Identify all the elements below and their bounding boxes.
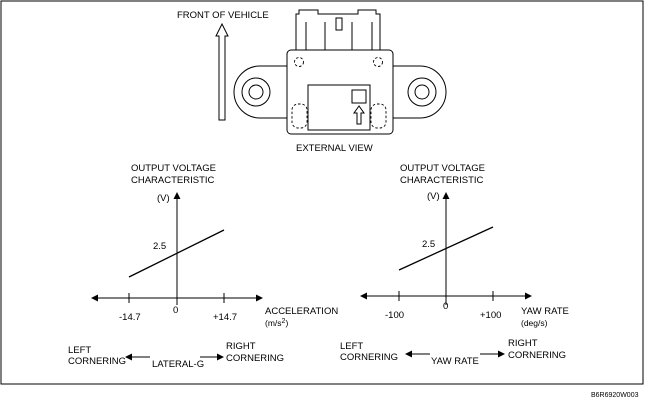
chart1-arrow-label: LATERAL-G <box>152 359 204 370</box>
front-of-vehicle-arrow <box>215 22 229 121</box>
chart1-left-label-line2: CORNERING <box>68 356 126 367</box>
chart-yaw-rate: OUTPUT VOLTAGE CHARACTERISTIC (V) -100 0… <box>340 163 569 367</box>
chart-lateral-g: OUTPUT VOLTAGE CHARACTERISTIC (V) -14.7 … <box>68 163 338 370</box>
chart2-tick-label-pos: +100 <box>480 310 501 321</box>
sensor-body <box>233 9 447 135</box>
chart2-tick-label-zero: 0 <box>443 301 448 312</box>
chart1-x-axis-label: ACCELERATION <box>265 306 338 317</box>
chart1-output-line <box>128 229 225 278</box>
chart2-title-line1: OUTPUT VOLTAGE <box>400 163 485 174</box>
chart2-left-label-line2: CORNERING <box>340 352 398 363</box>
chart1-tick-label-zero: 0 <box>173 305 178 316</box>
chart1-title-line1: OUTPUT VOLTAGE <box>131 163 216 174</box>
figure-code: B6R6920W003 <box>591 392 639 399</box>
sensor-hidden-details <box>291 57 387 129</box>
chart1-title-line2: CHARACTERISTIC <box>131 175 215 186</box>
chart2-y-tick-label: 2.5 <box>422 239 435 250</box>
external-view-label: EXTERNAL VIEW <box>296 143 373 154</box>
chart1-left-label-line1: LEFT <box>68 345 91 356</box>
chart2-tick-label-neg: -100 <box>385 310 404 321</box>
chart2-x-unit: (deg/s) <box>521 318 548 328</box>
chart1-right-label-line1: RIGHT <box>226 341 256 352</box>
chart1-tick-label-pos: +14.7 <box>213 312 237 323</box>
chart1-x-unit: (m/s2) <box>265 318 288 328</box>
figure-frame <box>0 0 644 385</box>
chart2-title-line2: CHARACTERISTIC <box>400 175 484 186</box>
chart2-x-axis-label: YAW RATE <box>521 306 569 317</box>
chart1-right-label-line2: CORNERING <box>226 353 284 364</box>
chart2-arrow-label: YAW RATE <box>431 356 479 367</box>
chart2-output-line <box>398 226 494 271</box>
chart2-left-label-line1: LEFT <box>340 341 363 352</box>
chart1-tick-label-neg: -14.7 <box>119 312 141 323</box>
chart2-right-label-line2: CORNERING <box>508 350 566 361</box>
chart2-right-label-line1: RIGHT <box>508 338 538 349</box>
chart1-y-tick-label: 2.5 <box>153 241 166 252</box>
front-of-vehicle-label: FRONT OF VEHICLE <box>177 10 269 21</box>
chart2-y-axis-label: (V) <box>427 191 440 202</box>
chart1-y-axis-label: (V) <box>157 193 170 204</box>
